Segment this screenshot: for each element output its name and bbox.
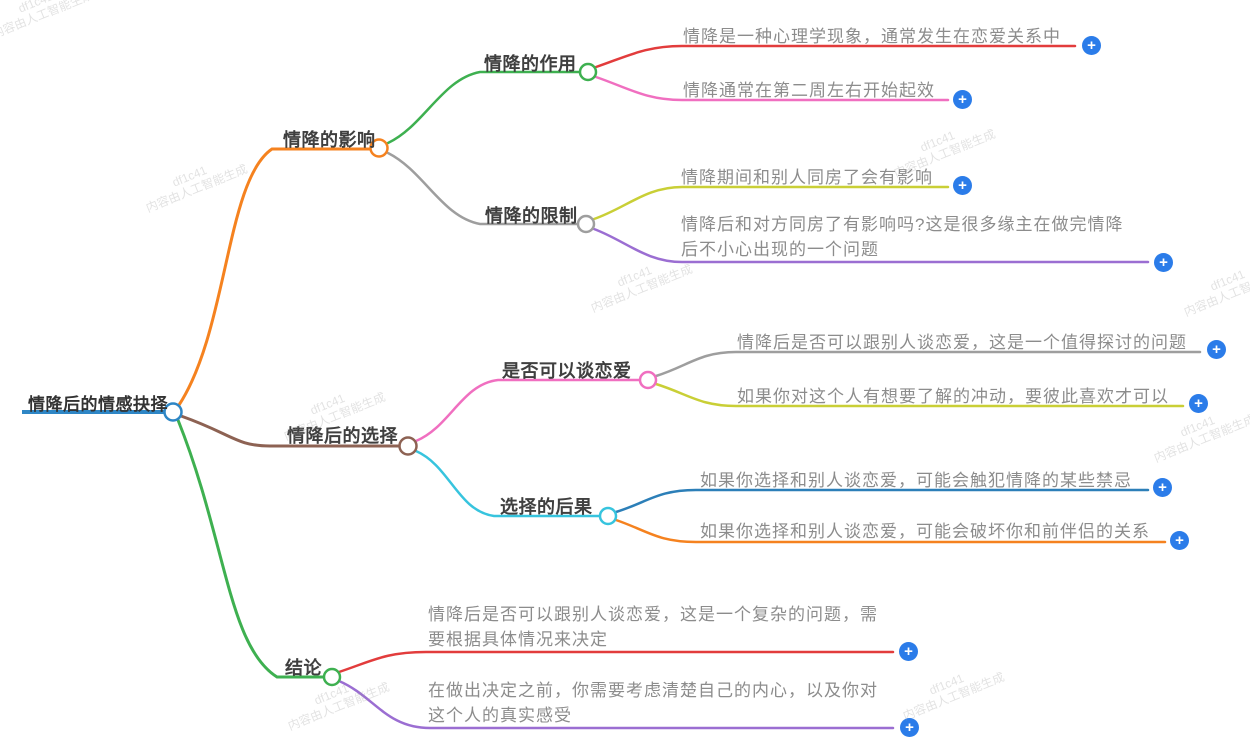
edge-impact-effect [386, 70, 581, 145]
branch-conclusion-label[interactable]: 结论 [285, 658, 322, 678]
branch-impact-label[interactable]: 情降的影响 [283, 130, 376, 150]
edge-effect-leaf1 [594, 44, 1077, 69]
leaf-effect-2[interactable]: 情降通常在第二周左右开始起效 [683, 81, 935, 100]
edge-effect-leaf2 [594, 75, 950, 102]
leaf-effect-1[interactable]: 情降是一种心理学现象，通常发生在恋爱关系中 [683, 27, 1061, 46]
node-circle-choice[interactable] [398, 436, 418, 456]
add-node-button-consequence-1[interactable]: + [1153, 478, 1172, 497]
node-circle-consequence[interactable] [598, 506, 618, 526]
add-node-button-limit-2[interactable]: + [1154, 253, 1173, 272]
leaf-canlove-1[interactable]: 情降后是否可以跟别人谈恋爱，这是一个值得探讨的问题 [737, 333, 1187, 352]
edge-root-choice [179, 414, 401, 448]
leaf-consequence-2[interactable]: 如果你选择和别人谈恋爱，可能会破坏你和前伴侣的关系 [700, 522, 1150, 541]
branch-effect-label[interactable]: 情降的作用 [484, 54, 577, 74]
root-node-label[interactable]: 情降后的情感抉择 [28, 395, 168, 414]
add-node-button-limit-1[interactable]: + [953, 176, 972, 195]
node-circle-effect[interactable] [578, 62, 598, 82]
edge-impact-limit [386, 151, 579, 226]
branch-consequence-label[interactable]: 选择的后果 [500, 497, 593, 517]
add-node-button-conclusion-2[interactable]: + [900, 718, 919, 737]
node-circle-root[interactable] [163, 402, 183, 422]
node-circle-limit[interactable] [576, 214, 596, 234]
leaf-canlove-2[interactable]: 如果你对这个人有想要了解的冲动，要彼此喜欢才可以 [737, 387, 1169, 406]
add-node-button-consequence-2[interactable]: + [1170, 531, 1189, 550]
add-node-button-conclusion-1[interactable]: + [899, 642, 918, 661]
leaf-consequence-1[interactable]: 如果你选择和别人谈恋爱，可能会触犯情降的某些禁忌 [700, 471, 1132, 490]
leaf-conclusion-1[interactable]: 情降后是否可以跟别人谈恋爱，这是一个复杂的问题，需 要根据具体情况来决定 [428, 605, 878, 649]
edge-consequence-leaf1 [614, 488, 1150, 514]
add-node-button-canlove-2[interactable]: + [1189, 394, 1208, 413]
edge-root-impact [177, 147, 372, 407]
branch-canlove-label[interactable]: 是否可以谈恋爱 [502, 361, 632, 381]
edge-limit-leaf1 [592, 185, 950, 221]
edge-choice-consequence [414, 449, 601, 518]
leaf-limit-2[interactable]: 情降后和对方同房了有影响吗?这是很多缘主在做完情降 后不小心出现的一个问题 [681, 215, 1124, 259]
branch-choice-label[interactable]: 情降后的选择 [287, 426, 398, 446]
edge-consequence-leaf2 [614, 518, 1167, 544]
add-node-button-canlove-1[interactable]: + [1207, 340, 1226, 359]
edge-canlove-leaf2 [654, 382, 1185, 408]
edge-canlove-leaf1 [654, 350, 1202, 378]
node-circle-impact[interactable] [369, 138, 389, 158]
node-circle-conclusion[interactable] [322, 667, 342, 687]
add-node-button-effect-2[interactable]: + [953, 90, 972, 109]
leaf-conclusion-2[interactable]: 在做出决定之前，你需要考虑清楚自己的内心，以及你对 这个人的真实感受 [428, 681, 878, 725]
edge-conclusion-leaf2 [337, 679, 895, 730]
edge-root-conclusion [176, 418, 325, 679]
edge-conclusion-leaf1 [337, 650, 895, 674]
leaf-limit-1[interactable]: 情降期间和别人同房了会有影响 [681, 168, 933, 187]
edge-limit-leaf2 [592, 227, 1150, 264]
branch-limit-label[interactable]: 情降的限制 [485, 206, 578, 226]
add-node-button-effect-1[interactable]: + [1082, 36, 1101, 55]
node-circle-canlove[interactable] [638, 370, 658, 390]
edge-choice-canlove [414, 378, 641, 443]
